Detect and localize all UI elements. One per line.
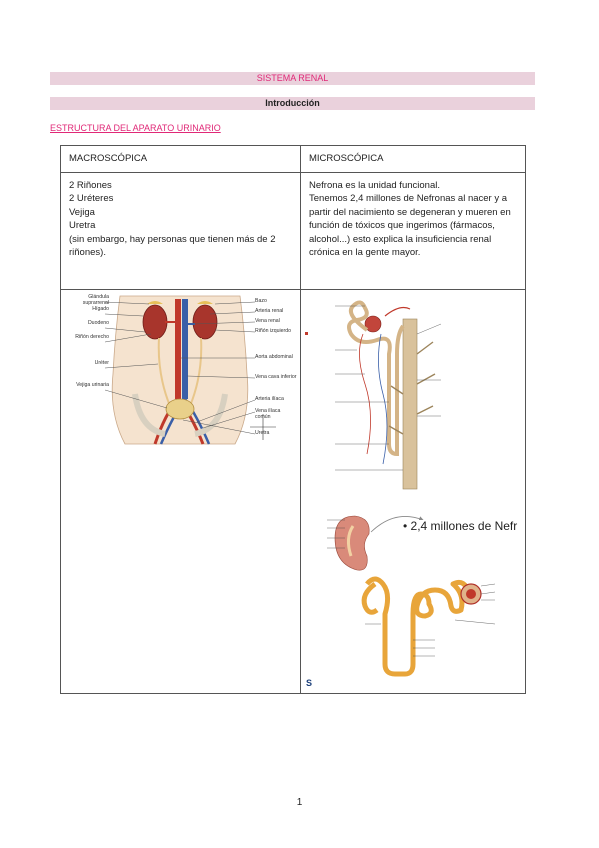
document-title: SISTEMA RENAL: [50, 72, 535, 85]
label-iliac-vein: Vena ilíaca común: [255, 407, 281, 420]
macro-line: Uretra: [69, 220, 96, 231]
label-aorta: Aorta abdominal: [255, 353, 293, 360]
micro-line: Nefrona es la unidad funcional.: [309, 179, 440, 191]
label-urethra: Uretra: [255, 429, 270, 436]
macro-line: riñones).: [69, 247, 106, 258]
label-liver: Hígado: [92, 305, 109, 312]
label-bladder: Vejiga urinaria: [76, 381, 109, 388]
label-renal-artery: Arteria renal: [255, 307, 284, 314]
macroscopic-figure-cell: Glándula suprarrenal Hígado Duodeno Riñó…: [60, 288, 301, 694]
label-vena-cava: Vena cava inferior: [255, 373, 297, 380]
header-microscopic: MICROSCÓPICA: [300, 145, 526, 173]
microscopic-text-cell: Nefrona es la unidad funcional. Tenemos …: [300, 171, 526, 290]
label-left-kidney: Riñón izquierdo: [255, 327, 292, 334]
macro-line: (sin embargo, hay personas que tienen má…: [69, 233, 276, 245]
micro-line: alcohol...) esto explica la insuficienci…: [309, 233, 492, 245]
label-iliac-artery: Arteria ilíaca: [255, 395, 284, 402]
svg-text:S: S: [306, 678, 312, 688]
micro-line: crónica en la gente mayor.: [309, 247, 421, 258]
macroscopic-text-cell: 2 Riñones 2 Uréteres Vejiga Uretra (sin …: [60, 171, 301, 290]
label-adrenal: Glándula suprarrenal: [82, 293, 109, 306]
micro-line: partir del nacimiento se degeneran y mue…: [309, 206, 511, 218]
label-renal-vein: Vena renal: [255, 317, 280, 324]
macro-line: Vejiga: [69, 206, 95, 218]
nephron-slide-caption: • 2,4 millones de Nefr: [403, 519, 520, 538]
header-macroscopic: MACROSCÓPICA: [60, 145, 301, 173]
structure-table: MACROSCÓPICA MICROSCÓPICA 2 Riñones 2 Ur…: [60, 145, 526, 694]
microscopic-figure-cell: S • 2,4 millones de Nefr: [300, 288, 526, 694]
page-number: 1: [296, 797, 303, 808]
label-right-kidney: Riñón derecho: [75, 333, 109, 340]
document-subtitle: Introducción: [50, 97, 535, 110]
label-duodenum: Duodeno: [87, 319, 109, 326]
macro-line: 2 Riñones: [69, 179, 112, 191]
macro-line: 2 Uréteres: [69, 193, 114, 204]
label-spleen: Bazo: [255, 297, 267, 304]
urinary-system-figure: Glándula suprarrenal Hígado Duodeno Riñó…: [65, 293, 297, 449]
nephron-figure: S • 2,4 millones de Nefr: [305, 293, 520, 689]
label-ureter: Uréter: [94, 359, 109, 366]
micro-line: función de tóxicos que ingerimos (fármac…: [309, 220, 495, 231]
section-heading-link[interactable]: ESTRUCTURA DEL APARATO URINARIO: [50, 123, 221, 133]
micro-line: Tenemos 2,4 millones de Nefronas al nace…: [309, 193, 508, 204]
